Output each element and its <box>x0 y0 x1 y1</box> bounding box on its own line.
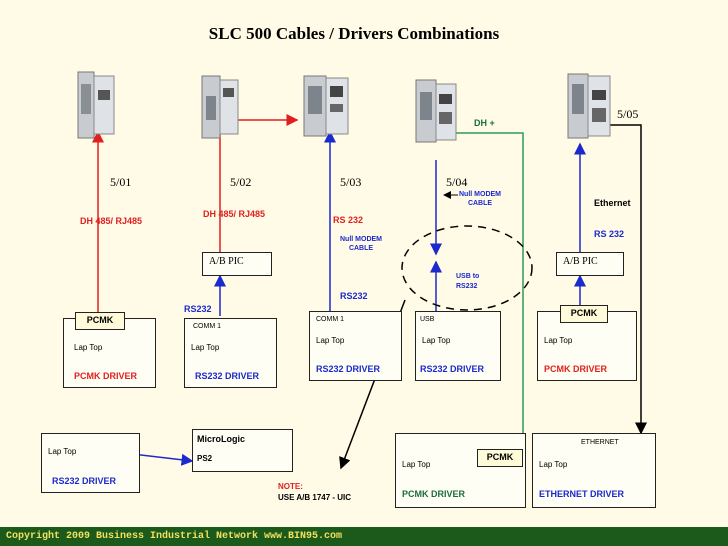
driver-label: PCMK DRIVER <box>74 371 138 381</box>
page-title: SLC 500 Cables / Drivers Combinations <box>208 24 500 43</box>
cable-green-dhplus <box>443 127 524 444</box>
laptop-label: Lap Top <box>74 343 103 352</box>
driver-label: RS232 DRIVER <box>316 364 381 374</box>
pcmk-card-dhplus: PCMK <box>477 449 523 467</box>
laptop-box-usb-504: USB Lap Top RS232 DRIVER <box>415 311 501 381</box>
laptop-label: Lap Top <box>48 447 77 456</box>
micrologic-label: MicroLogic <box>197 434 246 444</box>
port-label: PS2 <box>197 454 213 463</box>
port-label: ETHERNET <box>581 439 619 446</box>
cable-label-rs232-top: RS 232 <box>333 215 364 225</box>
adapter-pic-502: A/B PIC <box>202 252 272 276</box>
pcmk-card-501: PCMK <box>75 312 125 330</box>
cable-label-rs232-left: RS232 <box>184 304 212 314</box>
driver-label: RS232 DRIVER <box>52 476 117 486</box>
laptop-box-rs232-502: COMM 1 Lap Top RS232 DRIVER <box>184 318 277 388</box>
driver-label: RS232 DRIVER <box>195 371 260 381</box>
laptop-label: Lap Top <box>544 336 573 345</box>
driver-label: PCMK DRIVER <box>402 489 466 499</box>
driver-label: RS232 DRIVER <box>420 364 485 374</box>
processor-label-504: 5/04 <box>446 175 468 189</box>
processor-label-501: 5/01 <box>110 175 132 189</box>
port-label: USB <box>420 316 435 323</box>
port-label: COMM 1 <box>193 323 221 330</box>
laptop-box-ethernet: ETHERNET Lap Top ETHERNET DRIVER <box>532 433 656 508</box>
port-label: COMM 1 <box>316 316 344 323</box>
laptop-label: Lap Top <box>402 460 431 469</box>
laptop-label: Lap Top <box>191 343 220 352</box>
plc-module-501-icon <box>74 70 118 140</box>
processor-label-505: 5/05 <box>617 107 639 121</box>
usb-dashed-ellipse <box>401 225 533 311</box>
copyright-text: Copyright 2009 Business Industrial Netwo… <box>6 531 343 542</box>
laptop-label: Lap Top <box>422 336 451 345</box>
driver-label: ETHERNET DRIVER <box>539 489 625 499</box>
plc-module-504-icon <box>412 78 460 144</box>
processor-label-502: 5/02 <box>230 175 252 189</box>
micrologic-box: MicroLogic PS2 <box>192 429 293 472</box>
adapter-pic-505: A/B PIC <box>556 252 624 276</box>
plc-module-502-icon <box>198 74 242 140</box>
laptop-box-pcmk-dhplus: Lap Top PCMK DRIVER <box>395 433 526 508</box>
driver-label: PCMK DRIVER <box>544 364 608 374</box>
laptop-box-rs232-micrologic: Lap Top RS232 DRIVER <box>41 433 140 493</box>
note-text: USE A/B 1747 - UIC <box>278 493 352 502</box>
cable-label-dh-plus: DH + <box>474 118 495 128</box>
cable-label-dh485-a: DH 485/ RJ485 <box>80 216 143 226</box>
cable-label-rs232-right: RS 232 <box>594 229 625 239</box>
pcmk-card-505: PCMK <box>560 305 608 323</box>
laptop-box-rs232-503: COMM 1 Lap Top RS232 DRIVER <box>309 311 402 381</box>
cable-black-ethernet <box>589 119 647 435</box>
processor-label-503: 5/03 <box>340 175 362 189</box>
laptop-label: Lap Top <box>316 336 345 345</box>
plc-module-503-icon <box>300 74 352 138</box>
cable-label-ethernet: Ethernet <box>594 198 631 208</box>
note-heading: NOTE: <box>278 482 303 491</box>
laptop-label: Lap Top <box>539 460 568 469</box>
cable-label-dh485-b: DH 485/ RJ485 <box>203 209 266 219</box>
plc-module-505-icon <box>564 72 614 140</box>
cable-label-rs232-mid: RS232 <box>340 291 368 301</box>
copyright-footer: Copyright 2009 Business Industrial Netwo… <box>0 527 728 546</box>
